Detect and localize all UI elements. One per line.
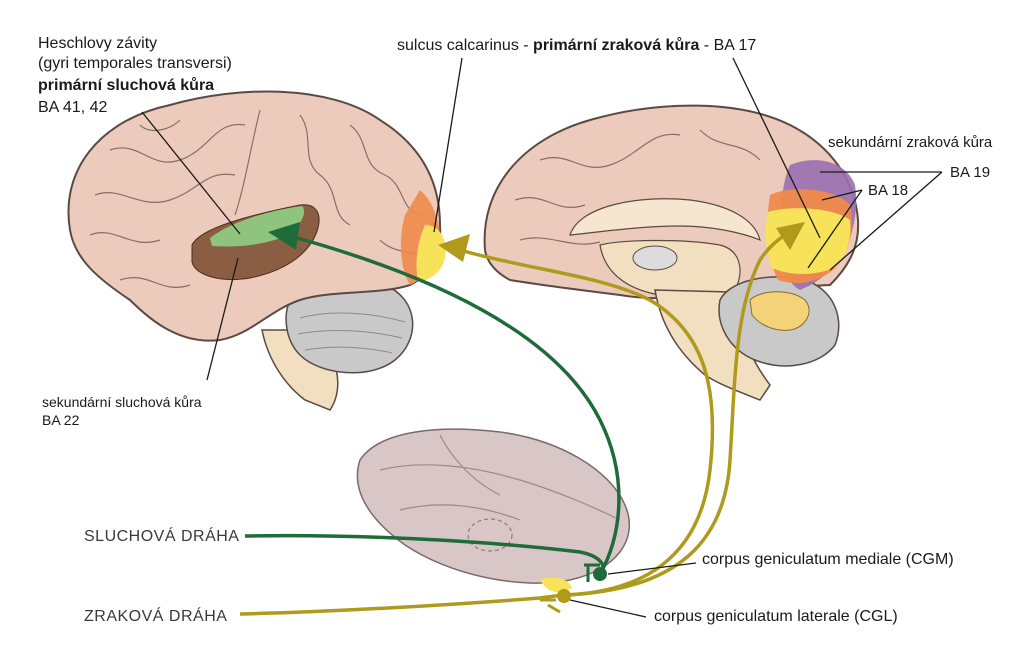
heschl-label-line2: (gyri temporales transversi) (38, 55, 232, 72)
leader-cgm (607, 562, 697, 575)
secondary-auditory-label-line1: sekundární sluchová kůra (42, 394, 202, 410)
visual-pathway-label: ZRAKOVÁ DRÁHA (84, 608, 228, 625)
cgl-region (540, 577, 572, 593)
secondary-visual-label: sekundární zraková kůra (828, 134, 993, 151)
arbor-vitae (749, 291, 810, 331)
leader-calcarine-right (732, 57, 821, 239)
auditory-arrowhead (268, 222, 300, 250)
calcarine-prefix: sulcus calcarinus - (397, 37, 534, 54)
thalamus-nucleus-outline (467, 518, 513, 552)
heschl-label-line3: primární sluchová kůra (38, 77, 215, 94)
thalamus-body (356, 428, 631, 584)
cgm-label: corpus geniculatum mediale (CGM) (702, 551, 954, 568)
leader-ba19-b (829, 171, 943, 271)
heschl-label-line4: BA 41, 42 (38, 99, 108, 116)
visual-arrowhead-right (776, 222, 805, 250)
auditory-pathway-label: SLUCHOVÁ DRÁHA (84, 528, 240, 545)
leader-ba18-a (821, 189, 863, 201)
lateral-ba17 (416, 225, 446, 282)
medial-ba17 (765, 208, 851, 274)
secondary-auditory-label-line2: BA 22 (42, 412, 80, 428)
medial-thalamus (632, 245, 678, 271)
cgl-dot (557, 589, 571, 603)
calcarine-suffix: - BA 17 (699, 37, 757, 54)
leader-ba18-b (807, 189, 863, 269)
medial-brain (483, 104, 860, 401)
heschl-label-line1: Heschlovy závity (38, 35, 158, 52)
lateral-brain (67, 90, 446, 411)
leader-heschl (141, 111, 241, 235)
ba19-label: BA 19 (950, 164, 991, 181)
calcarine-bold: primární zraková kůra (533, 37, 700, 54)
visual-arrowhead-left (438, 234, 470, 262)
ba18-label: BA 18 (868, 182, 909, 199)
cgm-dot (593, 567, 607, 581)
cgl-label: corpus geniculatum laterale (CGL) (654, 608, 898, 625)
thalamus-region (356, 428, 631, 593)
leader-lines (141, 57, 943, 618)
leader-secondary-auditory (206, 257, 239, 381)
corpus-callosum (569, 198, 761, 241)
auditory-pathway (244, 222, 621, 582)
leader-cgl (569, 599, 647, 618)
calcarine-label: sulcus calcarinus - primární zraková kůr… (397, 36, 756, 56)
leader-calcarine-left (433, 57, 463, 233)
